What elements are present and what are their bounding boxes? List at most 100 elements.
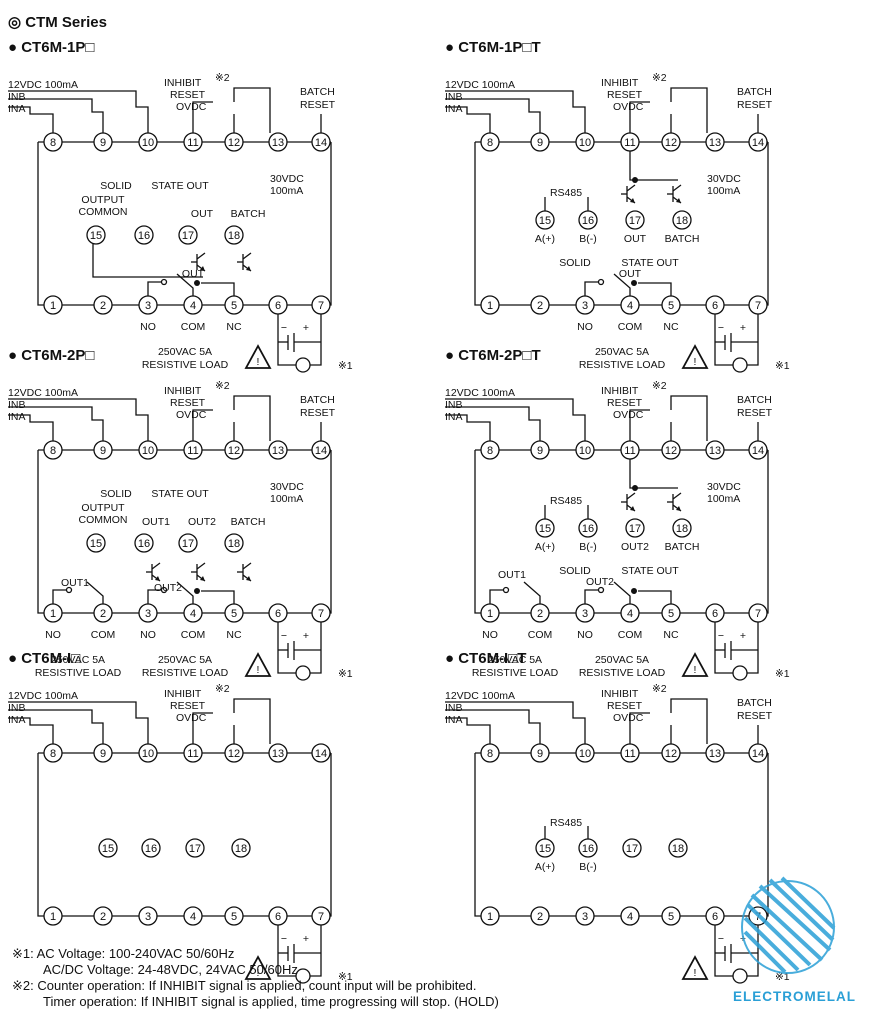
label-com: COM bbox=[618, 629, 643, 641]
terminal-label-14: 14 bbox=[752, 137, 764, 149]
ac-source-icon bbox=[732, 665, 748, 681]
label-ina: INA bbox=[8, 103, 26, 115]
label-relay-out: OUT bbox=[619, 268, 642, 280]
terminal-8 bbox=[480, 743, 500, 763]
label-batch: BATCH bbox=[737, 86, 772, 98]
transistor-collector bbox=[242, 562, 252, 570]
wire-supply-a bbox=[714, 314, 735, 366]
label-no-1: NO bbox=[45, 629, 61, 641]
terminal-label-3: 3 bbox=[145, 608, 151, 620]
wire-power bbox=[445, 701, 586, 744]
terminal-label-2: 2 bbox=[537, 300, 543, 312]
wire-inhibit bbox=[233, 395, 271, 441]
terminal-18 bbox=[231, 838, 251, 858]
relay-arm bbox=[176, 273, 194, 296]
relay-arm bbox=[613, 581, 631, 604]
terminal-label-1: 1 bbox=[487, 911, 493, 923]
terminal-18 bbox=[224, 225, 244, 245]
terminal-16 bbox=[134, 225, 154, 245]
label-com: COM bbox=[181, 321, 206, 333]
label-relay-rating: 250VAC 5A bbox=[595, 654, 649, 666]
label-100ma: 100mA bbox=[707, 185, 740, 197]
wire-supply-a bbox=[277, 622, 298, 674]
label-inhibit-mark: ※2 bbox=[652, 72, 667, 84]
terminal-label-3: 3 bbox=[145, 300, 151, 312]
terminal-label-4: 4 bbox=[627, 911, 633, 923]
terminal-12 bbox=[661, 132, 681, 152]
label-inhibit-mark: ※2 bbox=[215, 72, 230, 84]
terminal-label-10: 10 bbox=[579, 137, 591, 149]
wire-ina bbox=[8, 106, 54, 133]
terminal-label-5: 5 bbox=[231, 608, 237, 620]
wire-power bbox=[445, 90, 586, 133]
label-out: OUT bbox=[191, 208, 214, 220]
terminal-label-5: 5 bbox=[668, 300, 674, 312]
label-minus: − bbox=[718, 933, 724, 945]
terminal-label-3: 3 bbox=[582, 911, 588, 923]
terminal-1 bbox=[43, 906, 63, 926]
label-inb: INB bbox=[445, 91, 463, 103]
label-inhibit: INHIBIT bbox=[601, 385, 639, 397]
label-ina: INA bbox=[445, 714, 463, 726]
terminal-label-2: 2 bbox=[100, 608, 106, 620]
label-inb: INB bbox=[445, 399, 463, 411]
wire-inhibit bbox=[233, 698, 271, 744]
label-output: OUTPUT bbox=[81, 194, 125, 206]
module--CT6M-2P-: ● CT6M-2P□12VDC 100mAINBINAINHIBIT※2RESE… bbox=[8, 347, 353, 681]
terminal-16 bbox=[141, 838, 161, 858]
warning-icon bbox=[244, 652, 272, 677]
label-com-1: COM bbox=[528, 629, 553, 641]
terminal-label-9: 9 bbox=[100, 748, 106, 760]
relay-no-lead bbox=[147, 589, 162, 604]
relay-no-lead bbox=[52, 589, 67, 604]
transistor-arrow bbox=[246, 576, 251, 581]
terminal-label-16: 16 bbox=[145, 843, 157, 855]
terminal-label-4: 4 bbox=[627, 608, 633, 620]
module-title: ● CT6M-I□ bbox=[8, 650, 80, 667]
label-out1: OUT1 bbox=[142, 516, 170, 528]
label-batch-out: BATCH bbox=[231, 208, 266, 220]
terminal-13 bbox=[268, 440, 288, 460]
label-batch-out: BATCH bbox=[231, 516, 266, 528]
terminal-label-8: 8 bbox=[487, 748, 493, 760]
terminal-label-7: 7 bbox=[755, 300, 761, 312]
terminal-9 bbox=[93, 743, 113, 763]
wire-power bbox=[8, 90, 149, 133]
terminal-9 bbox=[93, 440, 113, 460]
terminal-label-11: 11 bbox=[187, 137, 198, 149]
label-inhibit: INHIBIT bbox=[164, 688, 202, 700]
terminal-10 bbox=[138, 743, 158, 763]
label-relay-out1: OUT1 bbox=[61, 577, 89, 589]
transistor-arrow bbox=[200, 266, 205, 271]
terminal-label-6: 6 bbox=[275, 300, 281, 312]
relay-no-lead bbox=[147, 281, 162, 296]
relay-arm bbox=[176, 581, 194, 604]
junction-dot bbox=[631, 588, 637, 594]
label-relay-rating: 250VAC 5A bbox=[158, 346, 212, 358]
terminal-label-2: 2 bbox=[100, 911, 106, 923]
label-plus: + bbox=[303, 630, 309, 642]
label-plus: + bbox=[740, 630, 746, 642]
terminal-label-11: 11 bbox=[624, 748, 635, 760]
terminal-label-13: 13 bbox=[272, 445, 284, 457]
terminal-label-13: 13 bbox=[709, 748, 721, 760]
label-reset: RESET bbox=[170, 89, 206, 101]
terminal-label-11: 11 bbox=[187, 748, 198, 760]
terminal-9 bbox=[93, 132, 113, 152]
label-minus: − bbox=[718, 322, 724, 334]
label-100ma: 100mA bbox=[707, 493, 740, 505]
relay-arm bbox=[86, 581, 104, 604]
relay-nc-lead bbox=[638, 590, 672, 604]
wire-ina bbox=[445, 717, 491, 744]
label-batch: BATCH bbox=[300, 86, 335, 98]
label-note-mark: ※1 bbox=[775, 360, 790, 372]
terminal-label-11: 11 bbox=[624, 137, 635, 149]
terminal-1 bbox=[43, 295, 63, 315]
terminal-label-10: 10 bbox=[142, 748, 154, 760]
warning-icon-mark: ! bbox=[694, 356, 697, 368]
terminal-17 bbox=[178, 533, 198, 553]
terminal-8 bbox=[43, 743, 63, 763]
label-common: COMMON bbox=[79, 206, 128, 218]
